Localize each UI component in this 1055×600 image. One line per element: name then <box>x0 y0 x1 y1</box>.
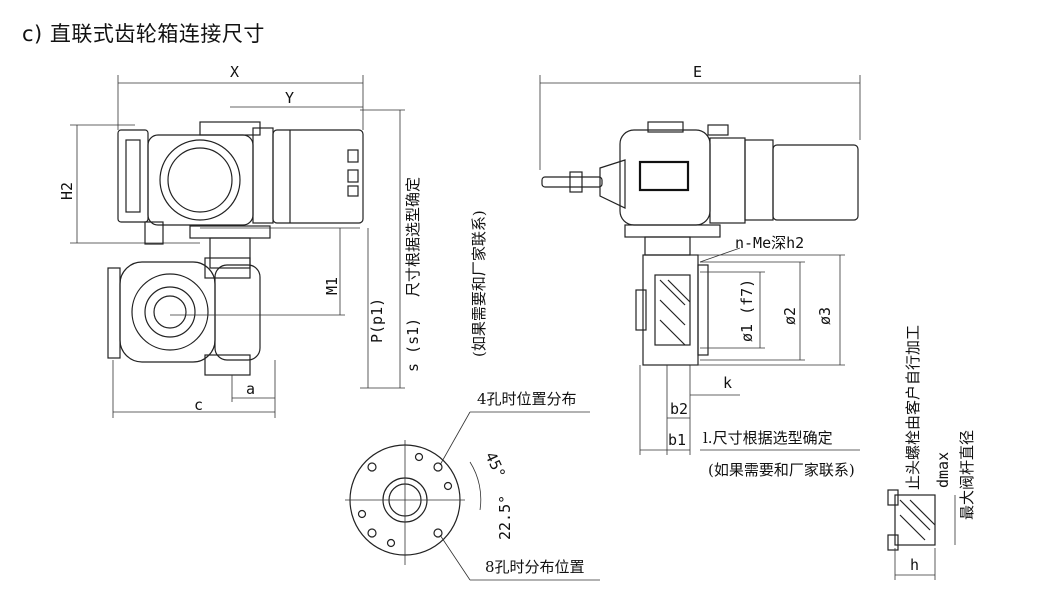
note-l2: (如果需要和厂家联系) <box>708 461 855 479</box>
flange-hole-pattern: 4孔时位置分布 8孔时分布位置 45° 22.5° <box>345 390 600 581</box>
note-l1: l.尺寸根据选型确定 <box>703 429 833 447</box>
dim-p-label: P(p1) <box>368 298 386 343</box>
left-actuator-drawing: X Y H2 <box>58 63 488 418</box>
b1-label: b1 <box>668 431 686 449</box>
page-title: c) 直联式齿轮箱连接尺寸 <box>22 22 265 46</box>
dim-s-label: s (s1) <box>404 318 422 372</box>
angle-22-label: 22.5° <box>496 495 514 540</box>
k-label: k <box>723 374 732 392</box>
n-me-label: n-Me深h2 <box>735 234 804 252</box>
holes8-label: 8孔时分布位置 <box>485 558 585 576</box>
phi3-label: ø3 <box>816 307 834 325</box>
stem-h-label: h <box>910 556 919 574</box>
angle-45-label: 45° <box>481 449 509 481</box>
dim-h2-label: H2 <box>58 182 76 200</box>
dim-a-label: a <box>246 380 255 398</box>
dim-x-label: X <box>230 63 239 81</box>
dim-y-label: Y <box>285 89 294 107</box>
dmax-label: dmax <box>934 452 952 488</box>
b2-label: b2 <box>670 400 688 418</box>
dim-s-note1: 尺寸根据选型确定 <box>404 177 422 297</box>
phi2-label: ø2 <box>781 307 799 325</box>
stem-note-label: 止头螺栓由客户自行加工 <box>904 325 922 490</box>
dim-c-label: c <box>194 396 203 414</box>
holes4-label: 4孔时位置分布 <box>477 390 577 408</box>
stem-max-label: 最大阀杆直径 <box>958 430 976 520</box>
dim-m1-label: M1 <box>323 277 341 295</box>
phi1-label: ø1 (f7) <box>738 279 756 342</box>
dim-e-label: E <box>693 63 702 81</box>
right-actuator-drawing: E n-Me深h2 <box>539 63 861 479</box>
stem-bolt-detail: h 止头螺栓由客户自行加工 dmax 最大阀杆直径 <box>887 325 976 580</box>
dim-s-note2: (如果需要和厂家联系) <box>470 210 488 357</box>
